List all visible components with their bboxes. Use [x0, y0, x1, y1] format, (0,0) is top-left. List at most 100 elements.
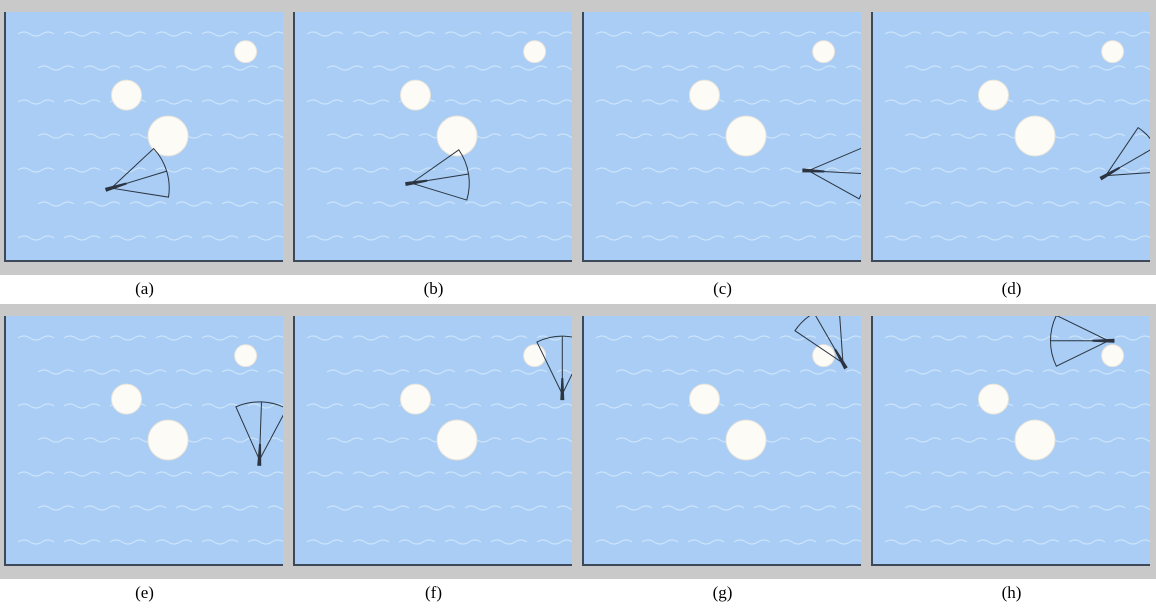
environment-svg [884, 316, 1150, 545]
wave-mark [510, 201, 548, 207]
wave-mark [884, 403, 922, 409]
wave-mark [1068, 167, 1106, 173]
water-area [293, 12, 572, 262]
sensor-cone [807, 147, 861, 200]
wave-mark [1042, 505, 1080, 511]
panel-c: (c) [578, 0, 867, 304]
wave-mark [372, 369, 410, 375]
wave-mark [753, 201, 791, 207]
obstacle-small [812, 40, 836, 64]
wave-mark [753, 65, 791, 71]
wave-mark [1114, 235, 1150, 241]
wave-mark [306, 539, 344, 545]
panel-g: (g) [578, 304, 867, 608]
wave-mark [779, 335, 817, 341]
wave-mark [490, 403, 528, 409]
panel-caption: (g) [712, 583, 733, 602]
wave-mark [799, 369, 837, 375]
wave-mark [221, 437, 259, 443]
wave-mark [641, 471, 679, 477]
wave-mark [155, 335, 193, 341]
wave-mark [352, 99, 390, 105]
wave-mark [1088, 505, 1126, 511]
wave-mark [753, 505, 791, 511]
wave-mark [490, 31, 528, 37]
robot-body [1092, 338, 1115, 343]
wave-mark [825, 99, 861, 105]
wave-mark [63, 403, 101, 409]
wave-mark [352, 471, 390, 477]
wave-mark [398, 471, 436, 477]
wave-mark [129, 369, 167, 375]
wave-mark [1088, 437, 1126, 443]
wave-mark [595, 403, 633, 409]
wave-mark [490, 99, 528, 105]
water-area [4, 316, 283, 566]
wave-mark [595, 471, 633, 477]
wave-mark [326, 133, 364, 139]
robot-body [1099, 166, 1121, 181]
sensor-cone [536, 335, 572, 396]
panel-a: (a) [0, 0, 289, 304]
wave-mark [707, 65, 745, 71]
wave-mark [464, 65, 502, 71]
wave-mark [63, 471, 101, 477]
wave-mark [155, 235, 193, 241]
obstacle-medium [399, 383, 431, 415]
wave-mark [201, 403, 239, 409]
wave-mark [444, 167, 482, 173]
obstacle-small [234, 40, 258, 64]
wave-mark [556, 369, 572, 375]
wave-mark [930, 31, 968, 37]
wave-mark [1022, 31, 1060, 37]
obstacle-medium [399, 79, 431, 111]
wave-mark [221, 133, 259, 139]
wave-mark [536, 403, 572, 409]
wave-mark [641, 403, 679, 409]
wave-mark [779, 99, 817, 105]
wave-mark [950, 201, 988, 207]
obstacle-small [812, 344, 836, 368]
wave-mark [1114, 99, 1150, 105]
wave-mark [201, 471, 239, 477]
wave-mark [536, 31, 572, 37]
wave-mark [201, 335, 239, 341]
wave-mark [398, 31, 436, 37]
wave-mark [707, 201, 745, 207]
obstacle-small [1101, 344, 1125, 368]
wave-mark [884, 471, 922, 477]
wave-mark [372, 505, 410, 511]
wave-mark [845, 133, 861, 139]
wave-mark [556, 133, 572, 139]
wave-mark [17, 335, 55, 341]
wave-mark [444, 403, 482, 409]
water-area [582, 316, 861, 566]
wave-mark [707, 369, 745, 375]
wave-mark [247, 471, 283, 477]
wave-mark [825, 471, 861, 477]
wave-mark [930, 471, 968, 477]
wave-mark [930, 235, 968, 241]
wave-mark [1042, 369, 1080, 375]
wave-mark [1114, 471, 1150, 477]
wave-mark [372, 201, 410, 207]
obstacle-small [1101, 40, 1125, 64]
wave-mark [1114, 403, 1150, 409]
wave-mark [306, 335, 344, 341]
wave-mark [129, 65, 167, 71]
wave-mark [247, 235, 283, 241]
wave-mark [1088, 369, 1126, 375]
wave-mark [884, 99, 922, 105]
robot [104, 147, 170, 198]
wave-mark [595, 335, 633, 341]
wave-mark [418, 369, 456, 375]
wave-mark [444, 31, 482, 37]
wave-mark [799, 201, 837, 207]
wave-mark [306, 99, 344, 105]
obstacle-large [1014, 419, 1056, 461]
simulation-frame [578, 304, 867, 579]
wave-mark [976, 167, 1014, 173]
wave-mark [510, 133, 548, 139]
obstacle-large [436, 419, 478, 461]
wave-mark [83, 369, 121, 375]
